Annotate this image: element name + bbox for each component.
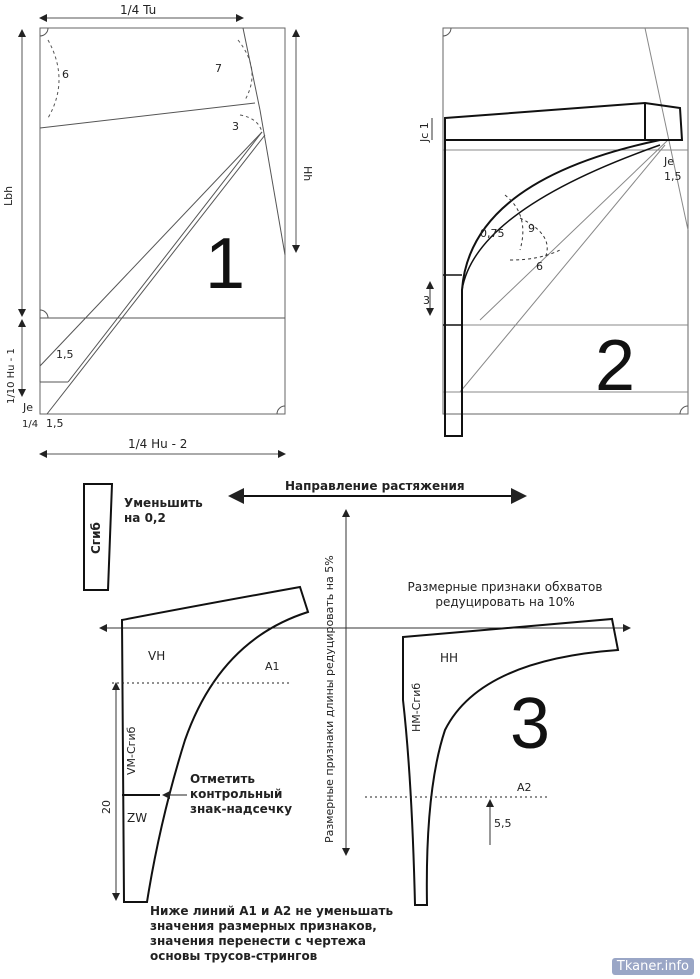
panel-1-six: 6 — [62, 68, 69, 81]
panel-2-six: 6 — [536, 260, 543, 273]
panel-1-frame — [39, 27, 286, 415]
panel-1-three: 3 — [232, 120, 239, 133]
panel-3-vertical-note: Размерные признаки длины редуцировать на… — [323, 555, 336, 843]
panel-3-vm-fold: VM-Сгиб — [125, 726, 138, 775]
panel-1-quarter-hu: 1/4 Hu - 2 — [128, 437, 187, 451]
panel-1-number: 1 — [205, 224, 245, 304]
panel-2-three: 3 — [423, 294, 430, 307]
panel-3-mark-note: Отметить контрольный знак-надсечку — [190, 772, 293, 816]
panel-1-one-five-a: 1,5 — [56, 348, 74, 361]
panel-2-je: Je — [663, 155, 674, 168]
panel-1-je: Je — [22, 401, 33, 414]
panel-3-a2: A2 — [517, 781, 532, 794]
panel-2-nine: 9 — [528, 222, 535, 235]
panel-3-reduce-text: Уменьшить на 0,2 — [124, 496, 203, 525]
panel-3-vh: VH — [148, 649, 165, 663]
panel-3-hm-fold: HM-Сгиб — [410, 683, 423, 732]
panel-3-hh: HH — [440, 651, 458, 665]
panel-3-a1: A1 — [265, 660, 280, 673]
panel-1-tenth-hu: 1/10 Hu - 1 — [6, 348, 17, 404]
panel-3-zw: ZW — [127, 811, 147, 825]
panel-2-number: 2 — [595, 326, 635, 406]
panel-1-one-five-b: 1,5 — [46, 417, 64, 430]
panel-2 — [426, 27, 689, 437]
panel-3-direction: Направление растяжения — [285, 479, 465, 493]
panel-2-zero-75: 0,75 — [480, 227, 505, 240]
panel-3-bottom-note: Ниже линий A1 и A2 не уменьшать значения… — [150, 904, 394, 963]
panel-3-twenty: 20 — [100, 800, 113, 814]
panel-3 — [83, 483, 631, 906]
panel-1-lbh: Lbh — [2, 186, 15, 206]
watermark: Tkaner.info — [611, 958, 694, 975]
panel-1-quarter: 1/4 — [22, 419, 38, 430]
panel-2-one-five: 1,5 — [664, 170, 682, 183]
panel-1-hh: Hh — [301, 166, 314, 181]
panel-3-girth-note: Размерные признаки обхватов редуцировать… — [407, 580, 603, 609]
panel-1-quarter-tu: 1/4 Tu — [120, 3, 156, 17]
panel-1-seven: 7 — [215, 62, 222, 75]
panel-1 — [18, 14, 300, 458]
panel-3-five-five: 5,5 — [494, 817, 512, 830]
panel-2-jc: Jc 1 — [418, 122, 431, 143]
panel-3-fold: Сгиб — [89, 522, 103, 554]
panel-3-number: 3 — [510, 684, 550, 764]
